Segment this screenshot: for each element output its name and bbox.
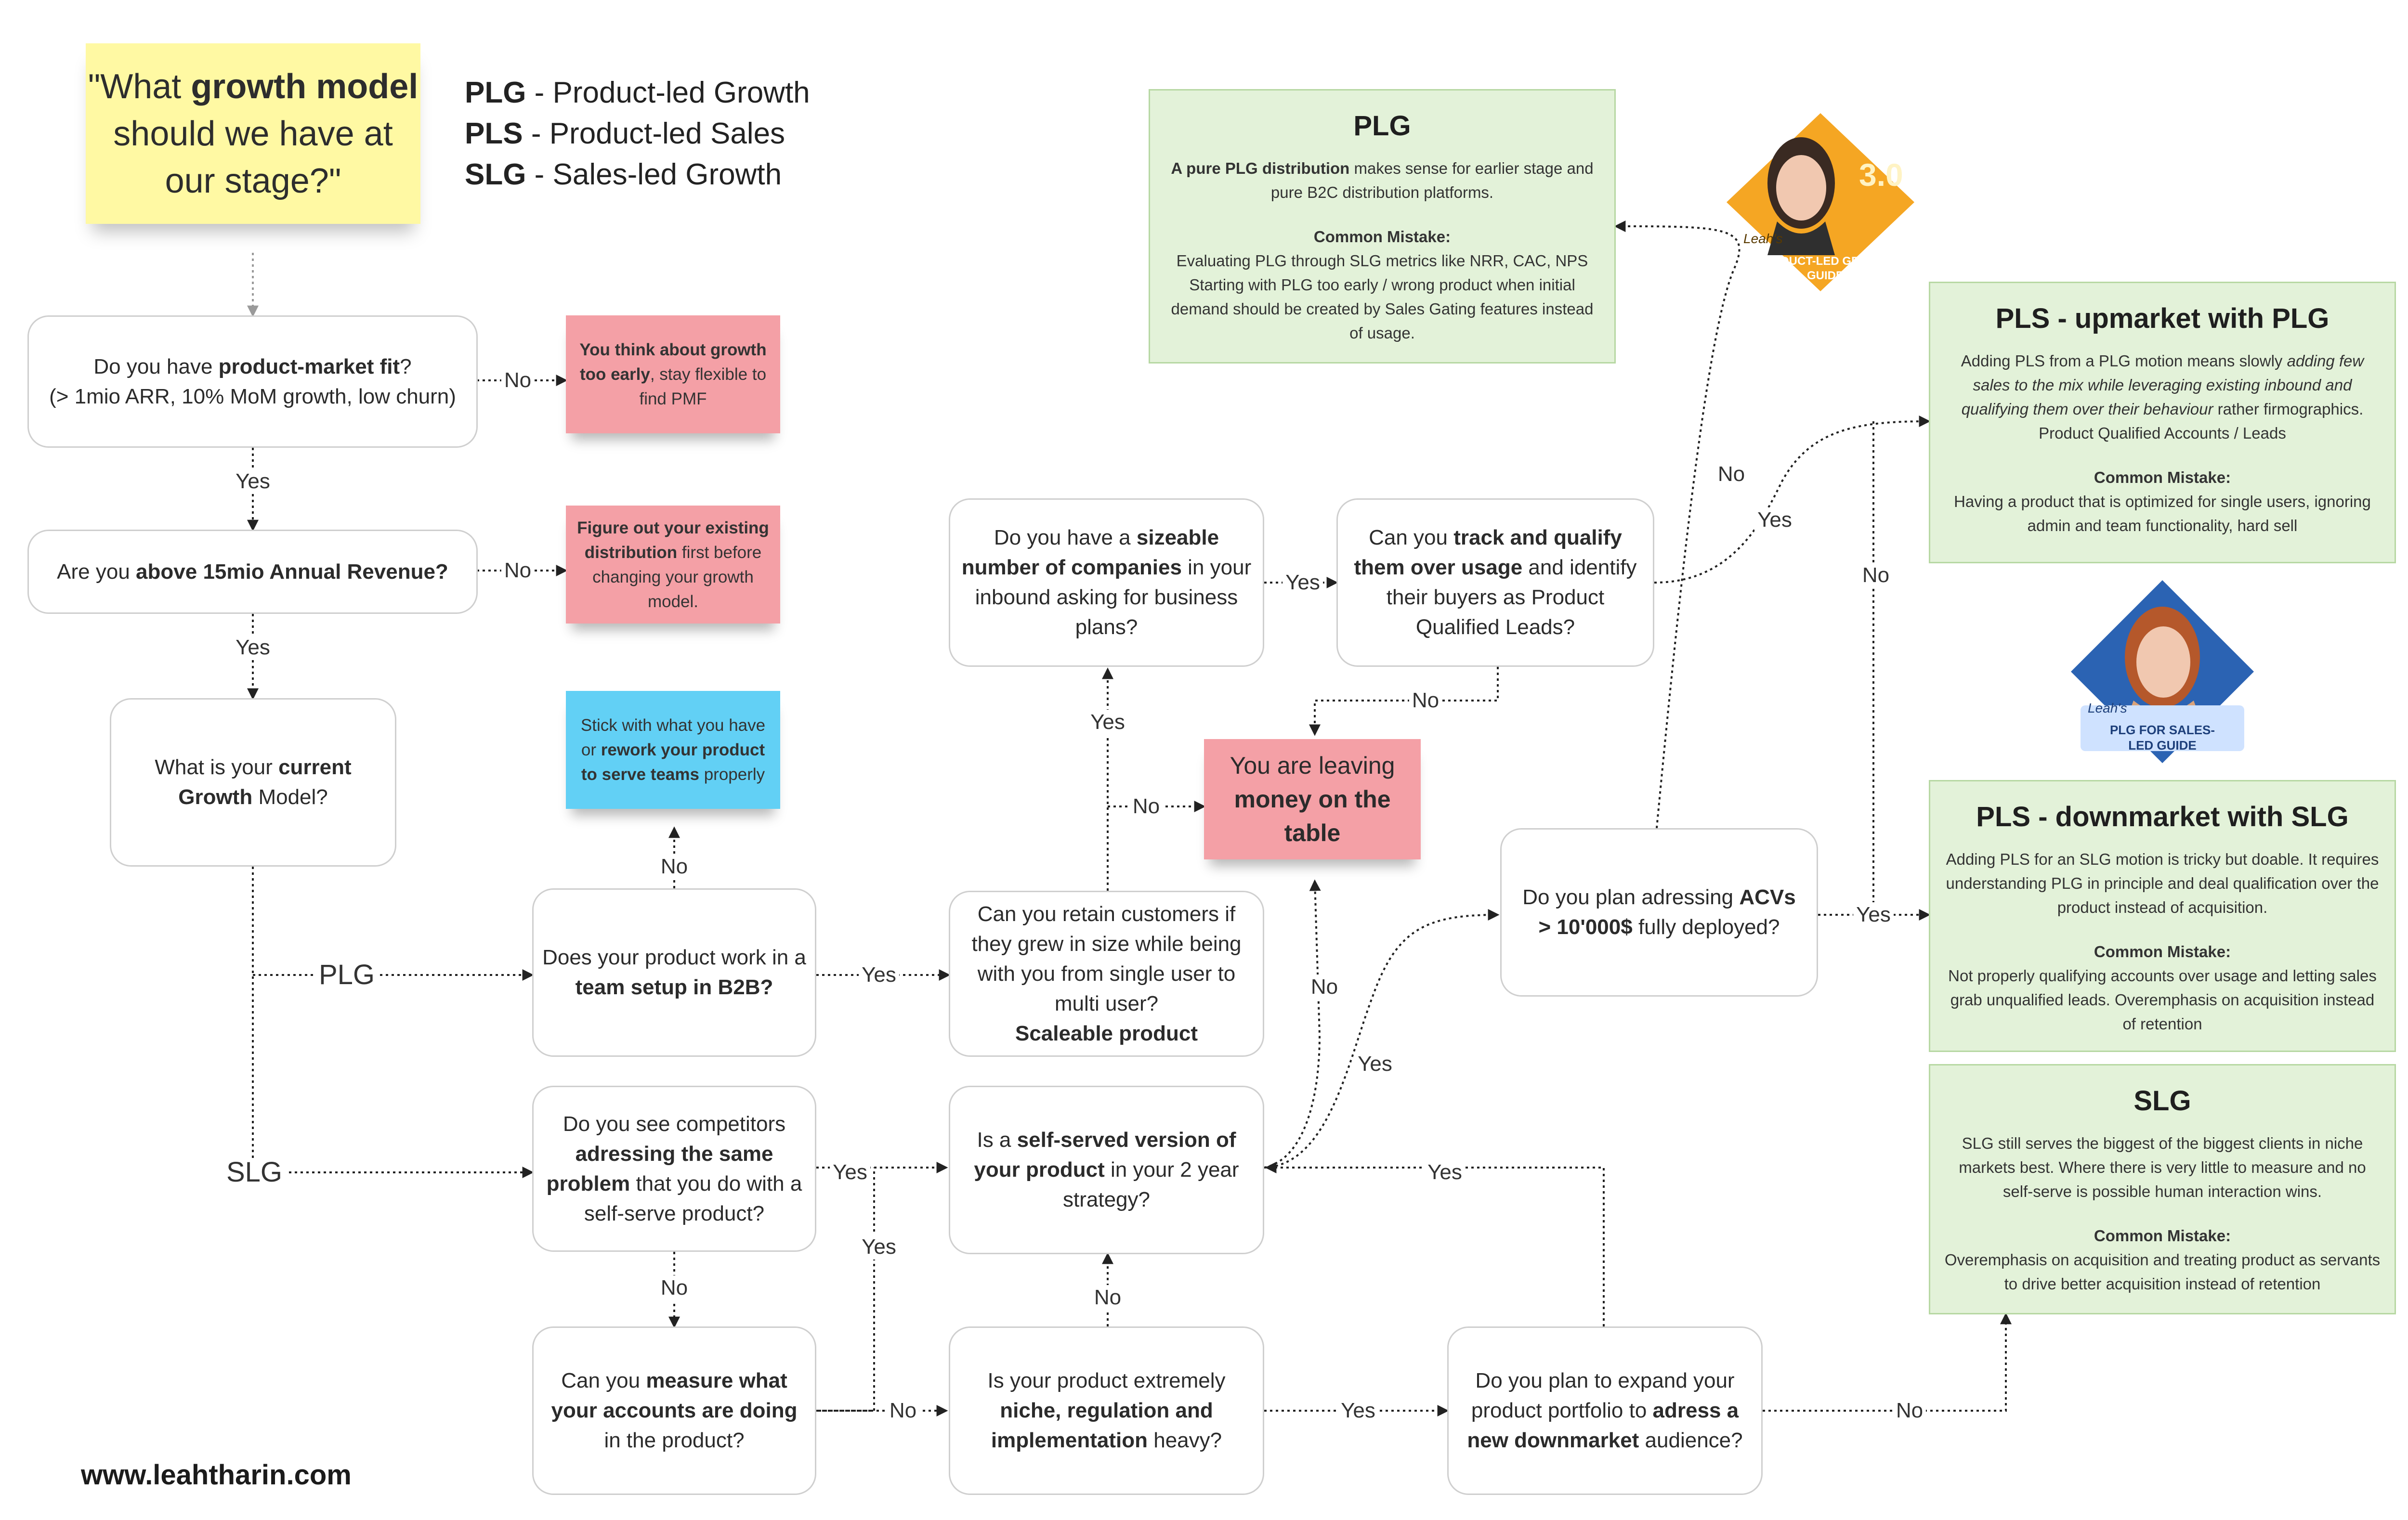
node-niche-product: Is your product extremely niche, regulat… (949, 1326, 1264, 1495)
plg-for-sales-led-guide-badge: Leah's PLG FOR SALES-LED GUIDE (2061, 575, 2264, 768)
note-money-on-table: You are leaving money on the table (1204, 739, 1421, 859)
panel-plg: PLG A pure PLG distribution makes sense … (1149, 89, 1616, 364)
edge-label-retain-no: No (1129, 794, 1163, 819)
edge-label-acv-yes: Yes (1853, 902, 1894, 927)
edge-label-measure-yes: Yes (859, 1234, 899, 1260)
edge-label-expand-no: No (1893, 1398, 1926, 1423)
node-measure-accounts: Can you measure what your accounts are d… (532, 1326, 816, 1495)
edge-label-b2b-yes: Yes (859, 962, 899, 987)
node-sizeable-companies: Do you have a sizeable number of compani… (949, 498, 1264, 667)
legend-plg: PLG - Product-led Growth (465, 76, 810, 109)
edge-label-acv-no-plg: No (1714, 462, 1748, 487)
node-track-and-qualify: Can you track and qualify them over usag… (1336, 498, 1654, 667)
edge-label-expand-yes: Yes (1425, 1160, 1465, 1185)
edge-label-pmf-no: No (501, 368, 535, 393)
edge-label-selfserved-yes: Yes (1355, 1052, 1395, 1077)
panel-slg: SLG SLG still serves the biggest of the … (1929, 1064, 2396, 1314)
question-sticky-note: "What growth model should we have at our… (86, 43, 420, 224)
guide-caption-author: Leah's (1743, 231, 1783, 246)
legend-pls: PLS - Product-led Sales (465, 117, 785, 150)
edge-label-measure-no: No (886, 1398, 920, 1423)
panel-pls-downmarket: PLS - downmarket with SLG Adding PLS for… (1929, 780, 2396, 1052)
edge-label-slg-branch: SLG (223, 1158, 286, 1186)
edge-label-pmf-yes: Yes (233, 469, 273, 494)
edge-label-acv-no-pls: No (1859, 563, 1893, 588)
guide-cover-illustration-2 (2071, 580, 2254, 763)
edge-label-retain-yes: Yes (1087, 710, 1128, 735)
guide2-caption-title: PLG FOR SALES-LED GUIDE (2109, 723, 2215, 753)
edge-label-niche-no: No (1091, 1285, 1125, 1310)
edge-label-sizeable-yes: Yes (1283, 570, 1323, 595)
legend-slg: SLG - Sales-led Growth (465, 158, 782, 191)
node-competitors-self-serve: Do you see competitors adressing the sam… (532, 1086, 816, 1252)
guide-caption-title: PRODUCT-LED GROWTH GUIDE (1755, 255, 1895, 282)
panel-pls-upmarket: PLS - upmarket with PLG Adding PLS from … (1929, 282, 2396, 563)
node-team-setup-b2b: Does your product work in a team setup i… (532, 888, 816, 1057)
node-acv-over-10000: Do you plan adressing ACVs > 10'000$ ful… (1500, 828, 1818, 997)
node-annual-revenue: Are you above 15mio Annual Revenue? (27, 530, 478, 614)
edge-label-plg-branch: PLG (315, 961, 378, 989)
edge-label-selfserved-no: No (1308, 974, 1341, 1000)
node-expand-downmarket: Do you plan to expand your product portf… (1447, 1326, 1763, 1495)
note-figure-out-distribution: Figure out your existing distribution fi… (566, 506, 780, 624)
guide-version: 3.0 (1859, 157, 1903, 193)
edge-label-track-no: No (1409, 688, 1442, 713)
guide-cover-illustration (1727, 113, 1914, 291)
edge-label-revenue-yes: Yes (233, 635, 273, 660)
edge-label-niche-yes: Yes (1338, 1398, 1378, 1423)
edge-label-revenue-no: No (501, 558, 535, 583)
edge-label-b2b-no: No (657, 854, 691, 879)
node-product-market-fit: Do you have product-market fit? (> 1mio … (27, 315, 478, 448)
node-retain-customers: Can you retain customers if they grew in… (949, 891, 1264, 1057)
edge-label-competitors-yes: Yes (830, 1160, 870, 1185)
edge-label-track-yes: Yes (1754, 507, 1795, 533)
node-self-served-version: Is a self-served version of your product… (949, 1086, 1264, 1254)
abbreviation-legend: PLG - Product-led Growth PLS - Product-l… (465, 72, 810, 195)
note-stick-or-rework: Stick with what you have or rework your … (566, 691, 780, 809)
guide2-caption-author: Leah's (2088, 701, 2127, 715)
edge-label-competitors-no: No (657, 1275, 691, 1300)
product-led-growth-guide-badge: 3.0 Leah's PRODUCT-LED GROWTH GUIDE (1724, 111, 1917, 294)
node-current-growth-model: What is your current Growth Model? (110, 698, 396, 867)
note-growth-too-early: You think about growth too early, stay f… (566, 315, 780, 433)
website-footer[interactable]: www.leahtharin.com (81, 1459, 352, 1491)
